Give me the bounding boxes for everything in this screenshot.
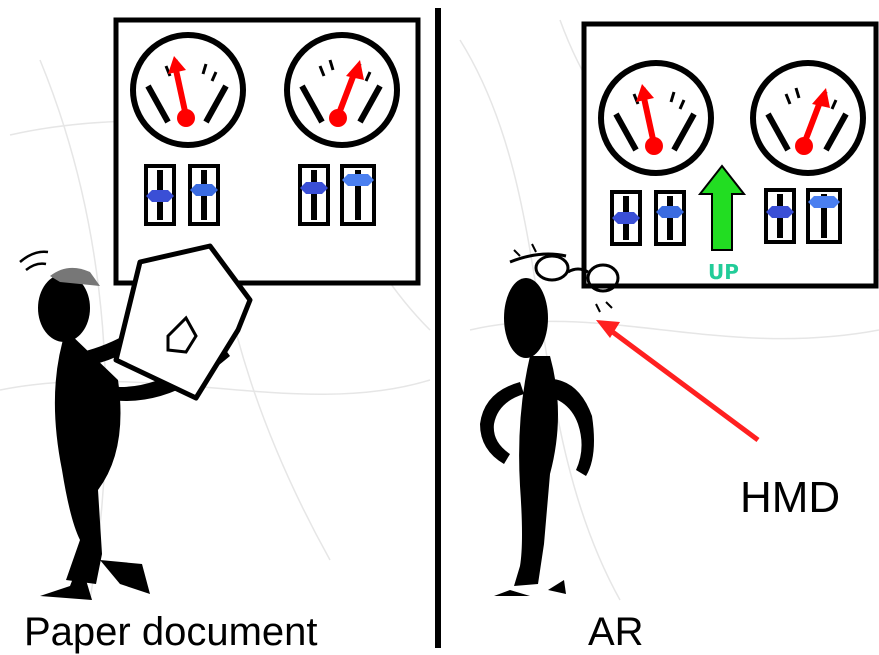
gauge-icon xyxy=(750,60,866,176)
slider-icon xyxy=(340,164,376,226)
panel-divider xyxy=(435,8,441,648)
left-panel: Paper document xyxy=(19,17,421,654)
gauge-icon xyxy=(284,32,400,148)
hmd-label: HMD xyxy=(740,473,840,522)
slider-icon xyxy=(144,164,176,226)
hmd-callout-arrow xyxy=(596,320,760,443)
slider-icon xyxy=(298,164,330,226)
slider-icon xyxy=(654,190,686,246)
slider-group xyxy=(610,188,842,246)
slider-icon xyxy=(764,188,796,244)
slider-icon xyxy=(806,188,842,244)
gauge-icon xyxy=(598,60,714,176)
slider-group xyxy=(144,164,376,226)
gauge-icon xyxy=(130,32,246,148)
hmd-glasses-icon xyxy=(509,243,620,313)
right-caption: AR xyxy=(588,610,644,654)
paper-sheet-icon xyxy=(113,243,253,401)
slider-icon xyxy=(610,190,642,246)
person-icon xyxy=(480,278,594,596)
up-arrow-label: UP xyxy=(708,260,739,284)
left-caption: Paper document xyxy=(24,610,318,654)
right-panel: UP HMD AR xyxy=(480,21,879,654)
slider-icon xyxy=(188,164,220,226)
up-arrow-icon xyxy=(697,164,747,251)
